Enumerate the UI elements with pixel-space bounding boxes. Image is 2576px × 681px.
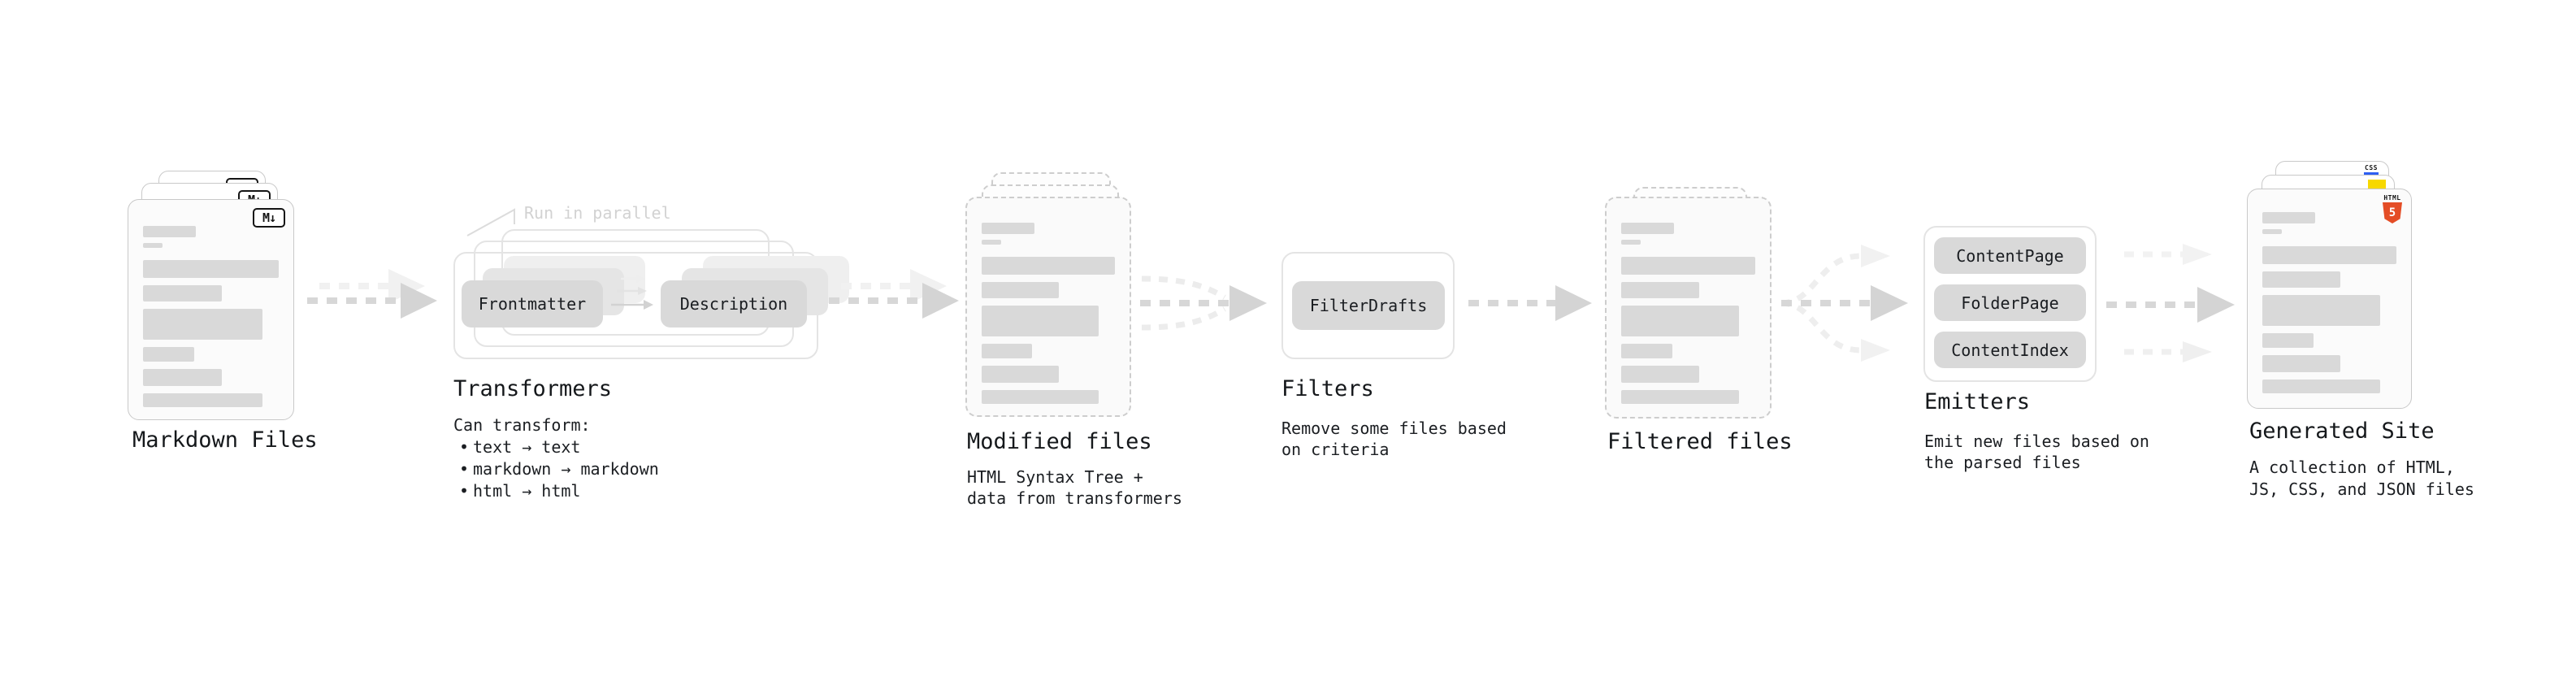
filterdrafts-pill: FilterDrafts bbox=[1292, 281, 1445, 330]
skeleton-bar bbox=[982, 282, 1060, 298]
flow-arrow-transformers-to-modified bbox=[829, 269, 959, 319]
description-line: on criteria bbox=[1281, 440, 1390, 459]
bullet-item: • html → html bbox=[455, 480, 659, 502]
flow-arrow-modified-to-filters bbox=[1140, 275, 1267, 331]
skeleton-bar bbox=[982, 306, 1099, 336]
modified-files-label: Modified files bbox=[967, 429, 1152, 454]
flow-arrow-markdown-to-transformers bbox=[307, 269, 437, 319]
emitters-label: Emitters bbox=[1924, 389, 2031, 414]
css-icon-bar bbox=[2364, 172, 2379, 175]
skeleton-bar bbox=[143, 369, 222, 386]
flow-arrow-filters-to-filtered bbox=[1468, 285, 1592, 321]
description-pill: Description bbox=[661, 280, 807, 327]
skeleton-bar bbox=[2262, 333, 2314, 348]
skeleton-bar bbox=[982, 223, 1034, 234]
bullet-item: • markdown → markdown bbox=[455, 458, 659, 480]
html5-icon-number: 5 bbox=[2388, 206, 2396, 219]
skeleton-bar bbox=[2262, 295, 2381, 326]
filters-description: Remove some files based on criteria bbox=[1281, 418, 1507, 460]
markdown-file-card-front: M↓ bbox=[128, 199, 294, 420]
skeleton-bar bbox=[143, 393, 262, 407]
transformer-step-arrows bbox=[611, 275, 653, 310]
annotation-connector-line bbox=[466, 208, 515, 236]
html5-icon-shield: 5 bbox=[2383, 202, 2402, 223]
skeleton-bar bbox=[2262, 271, 2340, 288]
skeleton-bar bbox=[982, 366, 1060, 383]
description-line: JS, CSS, and JSON files bbox=[2249, 479, 2474, 499]
bullet-glyph: • bbox=[458, 481, 470, 501]
transformers-label: Transformers bbox=[453, 376, 613, 401]
transformers-bullet-list: • text → text • markdown → markdown • ht… bbox=[455, 436, 659, 502]
html5-icon-label: HTML bbox=[2383, 194, 2401, 202]
css-icon: CSS bbox=[2362, 165, 2380, 175]
run-in-parallel-annotation: Run in parallel bbox=[524, 203, 671, 223]
filtered-files-label: Filtered files bbox=[1607, 429, 1793, 454]
skeleton-bar bbox=[1621, 257, 1755, 275]
skeleton-bar bbox=[143, 260, 279, 278]
markdown-icon: M↓ bbox=[253, 208, 285, 228]
css-icon-label: CSS bbox=[2365, 164, 2378, 171]
skeleton-bar bbox=[1621, 223, 1674, 234]
bullet-text: text → text bbox=[473, 437, 581, 457]
skeleton-bar bbox=[1621, 282, 1699, 298]
description-line: data from transformers bbox=[967, 488, 1182, 508]
skeleton-bar bbox=[1621, 344, 1672, 358]
skeleton-bar bbox=[143, 285, 222, 301]
bullet-glyph: • bbox=[458, 437, 470, 457]
skeleton-bar bbox=[1621, 240, 1641, 245]
skeleton-bar bbox=[1621, 366, 1699, 383]
markdown-files-label: Markdown Files bbox=[132, 427, 318, 453]
contentindex-pill: ContentIndex bbox=[1934, 332, 2086, 368]
generated-site-label: Generated Site bbox=[2249, 419, 2435, 444]
flow-arrow-emitters-to-site bbox=[2106, 244, 2235, 362]
skeleton-bar bbox=[2262, 212, 2315, 223]
bullet-text: markdown → markdown bbox=[473, 459, 659, 479]
skeleton-bar bbox=[143, 309, 262, 340]
flow-arrow-filtered-to-emitters bbox=[1780, 245, 1908, 362]
skeleton-bar bbox=[982, 257, 1115, 275]
html5-icon: HTML 5 bbox=[2382, 194, 2403, 223]
skeleton-bar bbox=[982, 344, 1033, 358]
skeleton-bar bbox=[982, 390, 1099, 404]
skeleton-bar bbox=[2262, 229, 2282, 234]
folderpage-pill: FolderPage bbox=[1934, 284, 2086, 321]
description-line: the parsed files bbox=[1924, 453, 2081, 472]
skeleton-bar bbox=[2262, 355, 2340, 372]
description-line: HTML Syntax Tree + bbox=[967, 467, 1143, 487]
bullet-text: html → html bbox=[473, 481, 581, 501]
description-line: Remove some files based bbox=[1281, 419, 1507, 438]
transformers-description-title: Can transform: bbox=[453, 415, 591, 435]
html-file-card: HTML 5 bbox=[2247, 189, 2412, 409]
description-line: A collection of HTML, bbox=[2249, 458, 2455, 477]
modified-files-description: HTML Syntax Tree + data from transformer… bbox=[967, 466, 1182, 509]
skeleton-bar bbox=[2262, 246, 2396, 264]
skeleton-bar bbox=[143, 226, 196, 237]
js-icon bbox=[2368, 180, 2386, 190]
description-line: Emit new files based on bbox=[1924, 432, 2149, 451]
skeleton-bar bbox=[143, 347, 195, 362]
skeleton-bar bbox=[1621, 306, 1740, 336]
generated-site-description: A collection of HTML, JS, CSS, and JSON … bbox=[2249, 457, 2474, 501]
emitters-description: Emit new files based on the parsed files bbox=[1924, 431, 2149, 473]
contentpage-pill: ContentPage bbox=[1934, 237, 2086, 274]
skeleton-bar bbox=[1621, 390, 1740, 404]
frontmatter-pill: Frontmatter bbox=[462, 280, 603, 327]
filtered-file-card-front bbox=[1605, 197, 1772, 419]
bullet-item: • text → text bbox=[455, 436, 659, 458]
filters-label: Filters bbox=[1281, 376, 1374, 401]
bullet-glyph: • bbox=[458, 459, 470, 479]
skeleton-bar bbox=[143, 243, 163, 248]
modified-file-card-front bbox=[965, 197, 1131, 417]
skeleton-bar bbox=[2262, 380, 2381, 393]
skeleton-bar bbox=[982, 240, 1001, 245]
